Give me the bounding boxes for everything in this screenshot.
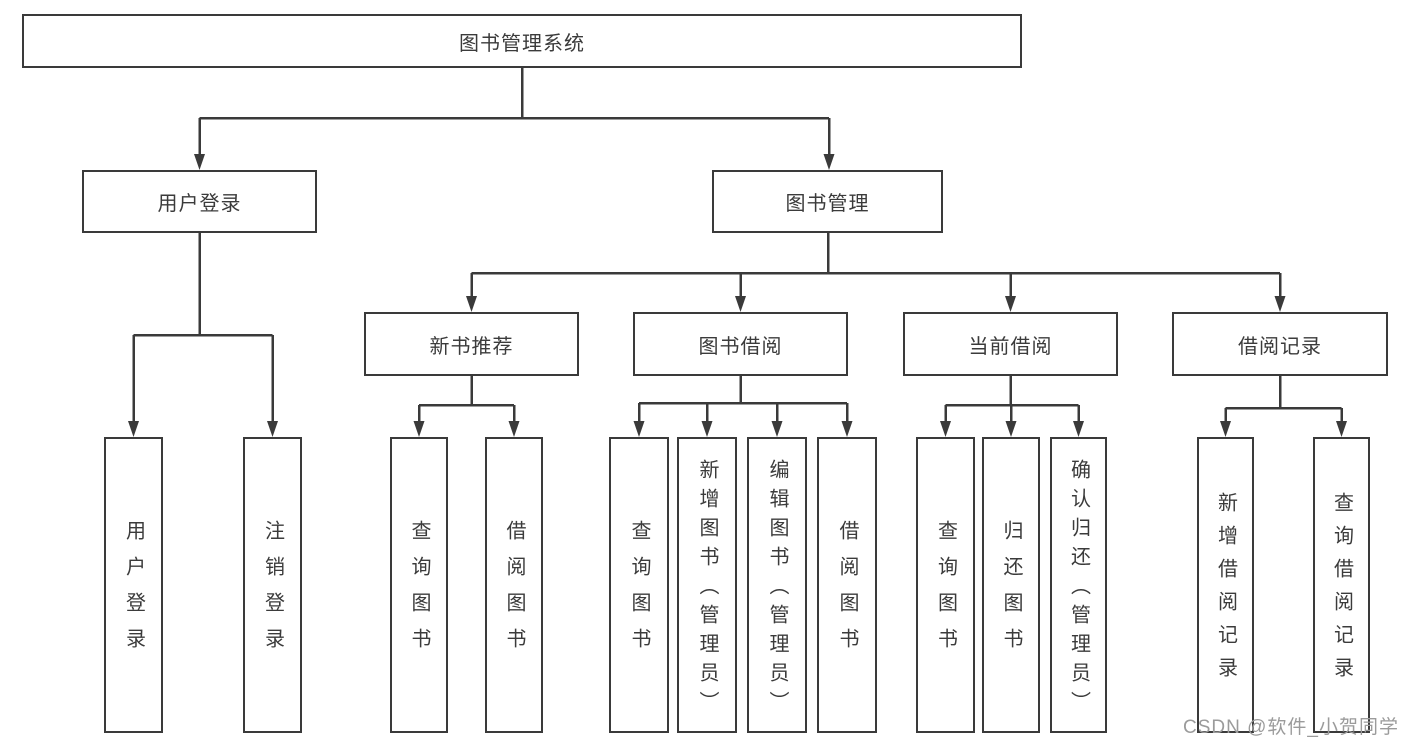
leaf-user-login: 用户登录 [104,437,163,733]
leaf-label: 注销登录 [261,520,284,664]
connector-current-borrow-children [940,376,1084,437]
node-book-borrow: 图书借阅 [633,312,848,376]
node-borrow-records: 借阅记录 [1172,312,1388,376]
connector-book-management-children [466,233,1286,312]
leaf-return-book: 归还图书 [982,437,1040,733]
arrowhead-down [194,154,205,170]
node-label: 新书推荐 [429,335,514,358]
arrowhead-down [1005,421,1017,437]
node-label: 当前借阅 [968,335,1053,358]
leaf-add-borrow-record: 新增借阅记录 [1197,437,1254,733]
leaf-label: 新增图书（管理员） [696,458,718,720]
arrowhead-down [267,421,278,437]
leaf-label: 查询图书 [934,520,957,664]
node-label: 图书管理 [785,193,870,215]
csdn-watermark: CSDN @软件_小贺同学 [1183,717,1399,738]
arrowhead-down [1005,296,1016,312]
node-label: 图书管理系统 [459,32,585,55]
arrowhead-down [1073,421,1084,437]
leaf-label: 查询图书 [408,520,430,664]
arrowhead-down [701,421,713,437]
node-label: 借阅记录 [1238,335,1322,358]
node-new-book-recommend: 新书推荐 [364,312,579,376]
arrowhead-down [508,421,520,437]
leaf-borrow-books-recommend: 借阅图书 [485,437,543,733]
arrowhead-down [1274,296,1286,312]
node-book-management: 图书管理 [712,170,943,233]
connector-root-to-level1 [194,68,835,170]
connector-user-login-children [128,233,278,437]
node-library-management-system: 图书管理系统 [22,14,1022,68]
arrowhead-down [466,296,477,312]
arrowhead-down [128,421,139,437]
arrowhead-down [1220,421,1231,437]
leaf-query-books-current: 查询图书 [916,437,975,733]
arrowhead-down [771,421,783,437]
arrowhead-down [940,421,951,437]
leaf-label: 借阅图书 [503,520,525,664]
leaf-label: 用户登录 [122,520,145,664]
leaf-query-borrow-record: 查询借阅记录 [1313,437,1370,733]
arrowhead-down [823,154,835,170]
connector-borrow-records-children [1220,376,1347,437]
leaf-edit-book-admin: 编辑图书（管理员） [747,437,807,733]
leaf-query-books-recommend: 查询图书 [390,437,448,733]
leaf-query-books-borrow: 查询图书 [609,437,669,733]
node-current-borrow: 当前借阅 [903,312,1118,376]
arrowhead-down [841,421,853,437]
leaf-label: 确认归还（管理员） [1067,458,1090,720]
node-label: 用户登录 [157,193,242,215]
leaf-confirm-return-admin: 确认归还（管理员） [1050,437,1107,733]
connector-new-book-children [413,376,520,437]
leaf-label: 编辑图书（管理员） [766,458,788,720]
leaf-label: 查询图书 [628,520,650,664]
leaf-add-book-admin: 新增图书（管理员） [677,437,737,733]
leaf-logout: 注销登录 [243,437,302,733]
leaf-borrow-books: 借阅图书 [817,437,877,733]
node-label: 图书借阅 [698,335,783,358]
connector-book-borrow-children [633,376,853,437]
leaf-label: 新增借阅记录 [1214,491,1237,690]
arrowhead-down [1336,421,1347,437]
leaf-label: 归还图书 [1000,520,1022,664]
leaf-label: 查询借阅记录 [1330,491,1353,690]
arrowhead-down [413,421,425,437]
arrowhead-down [735,296,746,312]
leaf-label: 借阅图书 [836,520,858,664]
node-user-login: 用户登录 [82,170,317,233]
arrowhead-down [633,421,645,437]
